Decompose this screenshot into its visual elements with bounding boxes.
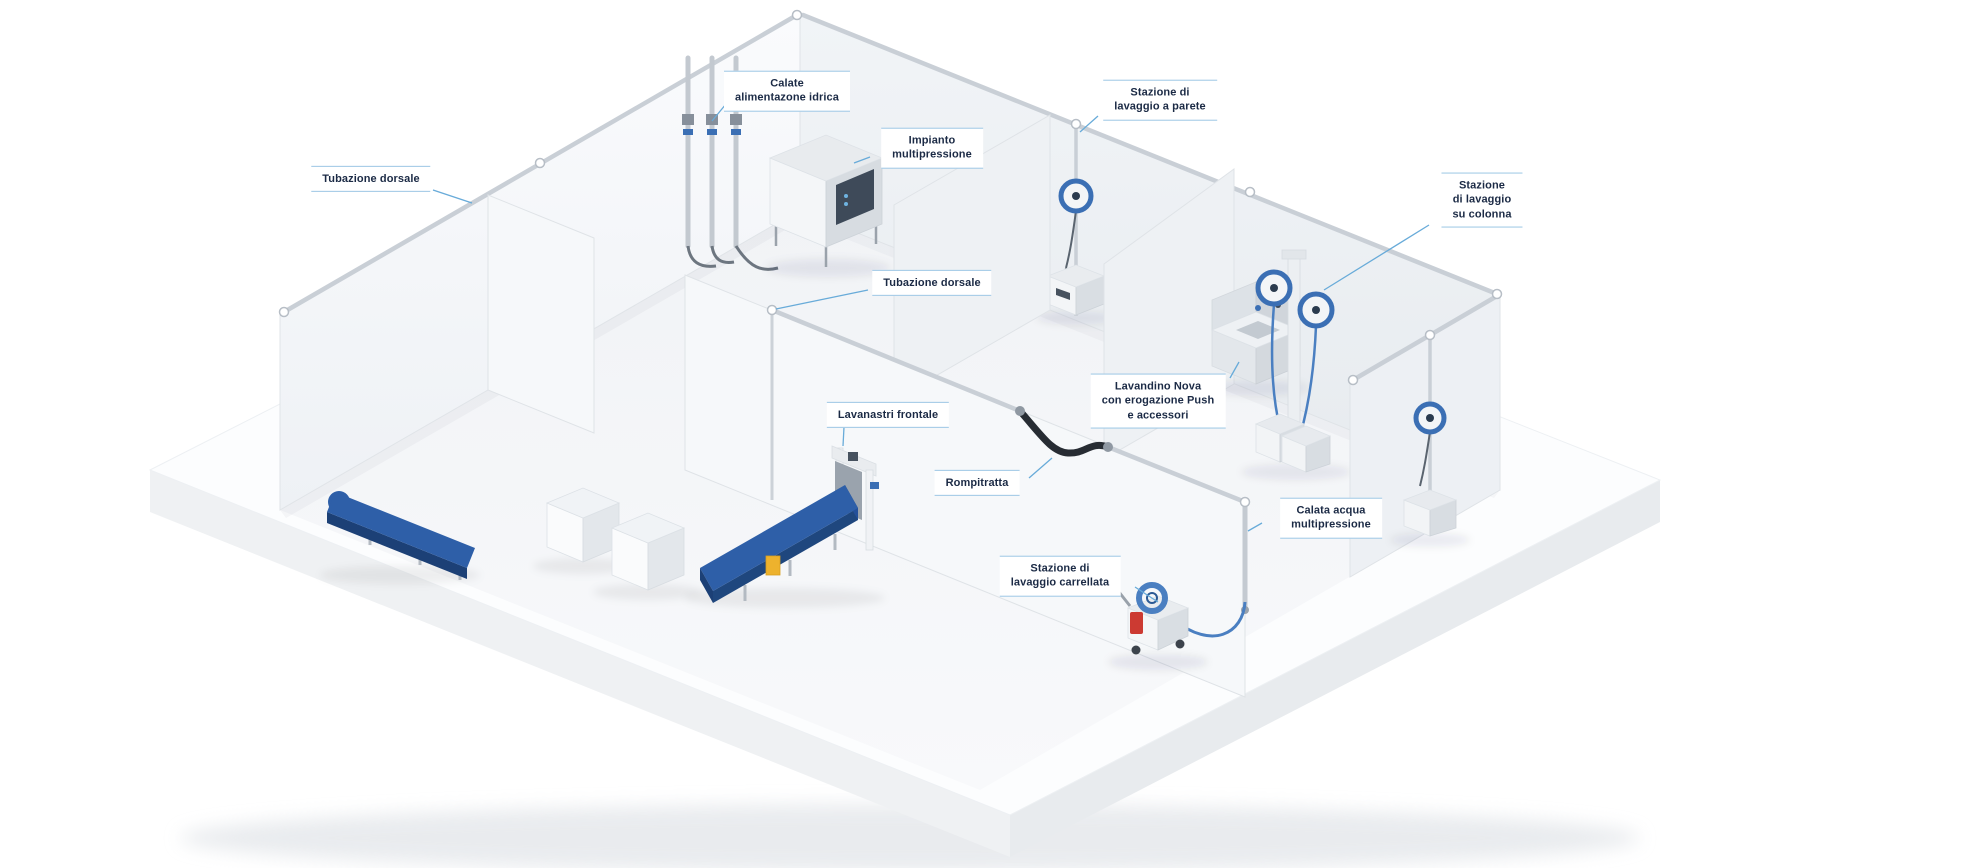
trolley-wash-station: [1101, 572, 1208, 670]
wall-wash-station: [1036, 128, 1116, 325]
dorsal-pipe-back-right: [800, 12, 1500, 297]
white-cabinets: [533, 487, 703, 600]
ground-shadow: [180, 804, 1640, 868]
wall-wing-right: [1349, 293, 1501, 578]
multipressure-unit: [766, 134, 890, 277]
column-wash-station: [1241, 249, 1351, 480]
dorsal-pipe-central: [769, 307, 1248, 505]
conveyor-washer: [685, 445, 885, 608]
wall-divider-1: [893, 114, 1051, 401]
left-room-conveyor: [320, 491, 480, 584]
pipe-junctions: [278, 9, 1503, 508]
right-wall-wash-station: [1390, 340, 1470, 547]
rompitratta-hose: [1015, 406, 1113, 457]
callout-leader-lines: [432, 103, 1430, 603]
